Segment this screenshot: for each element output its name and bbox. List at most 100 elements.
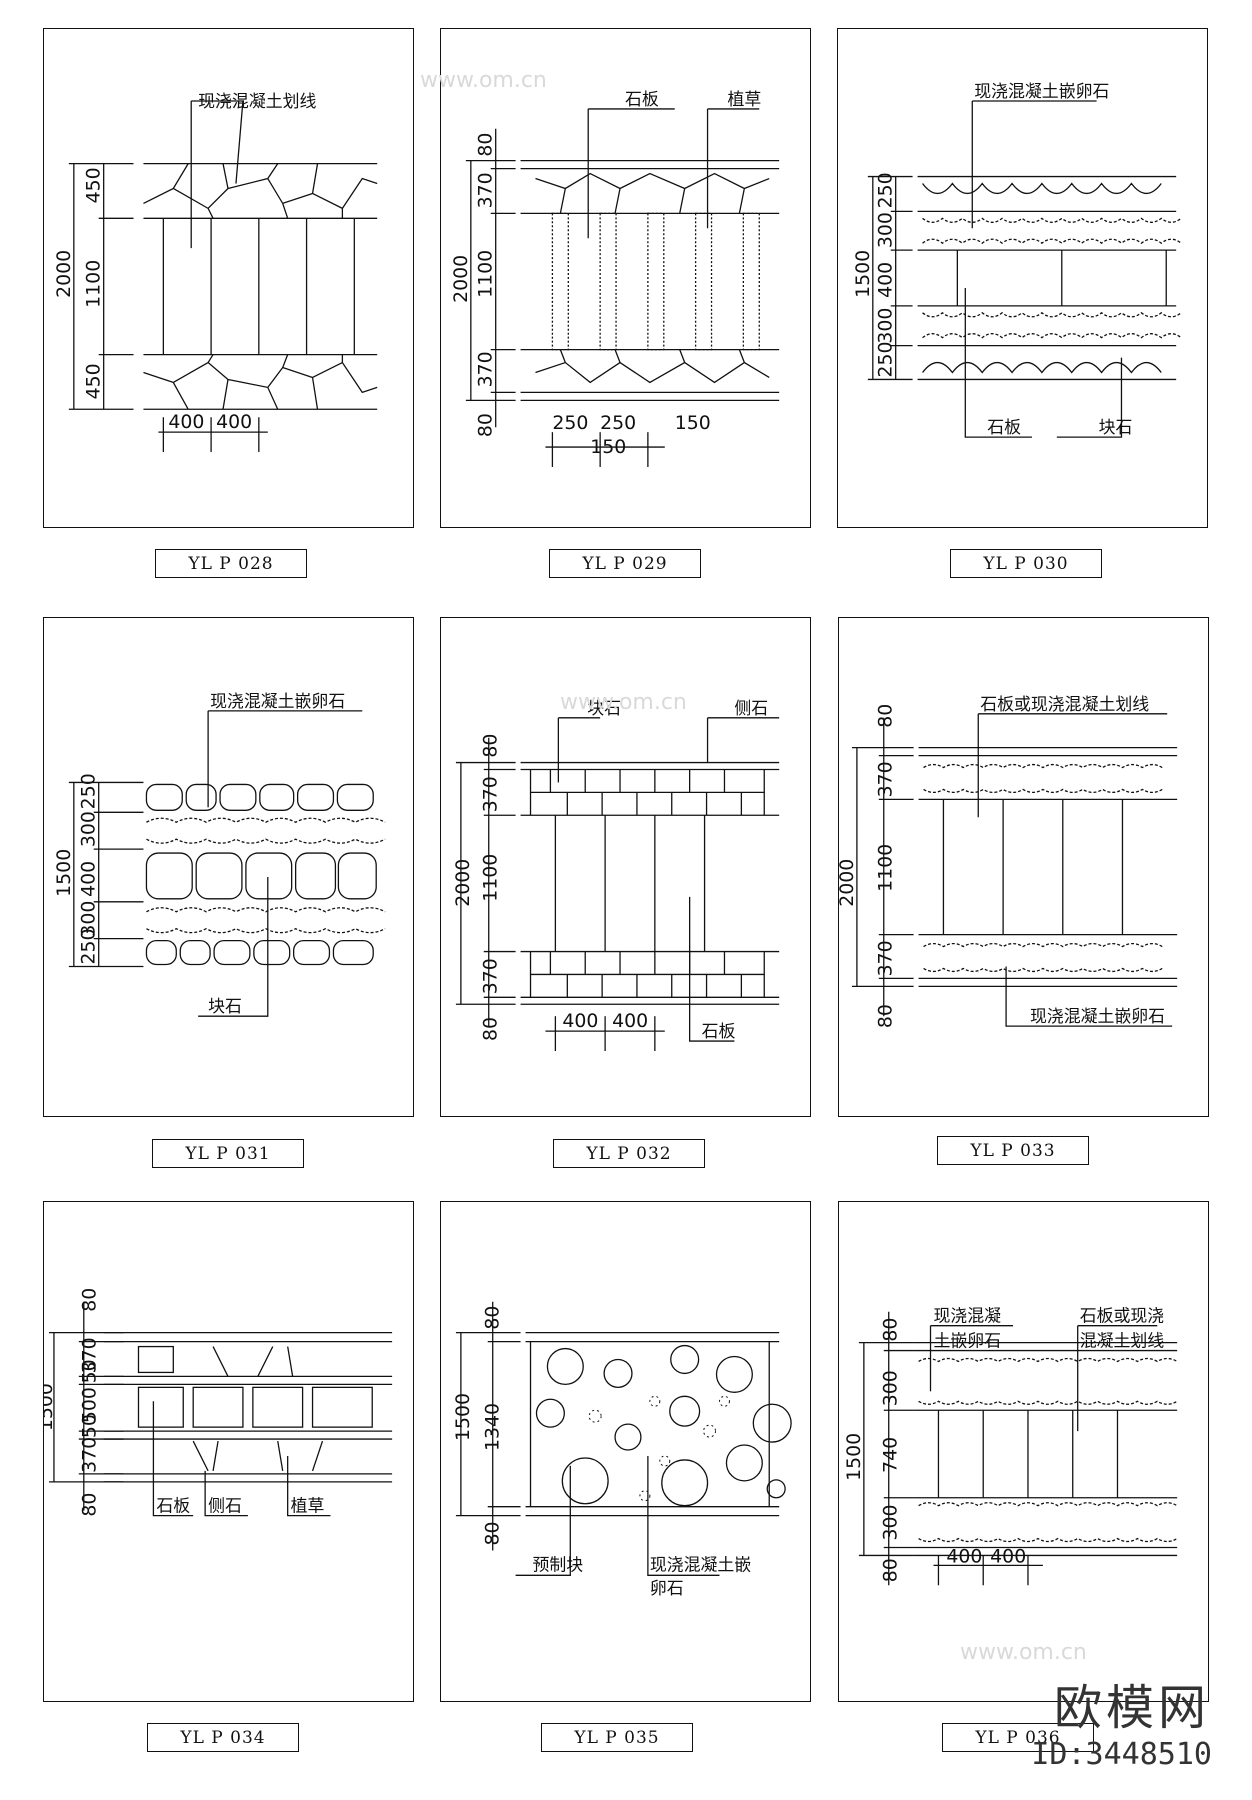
detail-panel-028: 现浇混凝土划线 2000 450 1100 450 400 400 (43, 28, 414, 528)
dim-036-g: 400 (990, 1545, 1026, 1567)
dim-036-c: 740 (880, 1437, 902, 1473)
dim-030-a: 250 (875, 172, 897, 208)
dim-035-total: 1500 (452, 1393, 474, 1441)
dim-031-e: 250 (78, 928, 100, 964)
paving-drawing-035: 预制块 现浇混凝土嵌 卵石 1500 80 1340 80 (452, 1301, 792, 1598)
dim-034-b: 370 (79, 1337, 101, 1373)
note-036-2: 土嵌卵石 (933, 1331, 1001, 1351)
dim-029-c: 1100 (475, 250, 497, 298)
paving-drawing-031: 现浇混凝土嵌卵石 块石 1500 250 300 400 300 250 (53, 691, 386, 1017)
dim-031-b: 300 (78, 811, 100, 847)
paving-drawing-028: 现浇混凝土划线 2000 450 1100 450 400 400 (53, 91, 378, 453)
dim-034-total: 1500 (44, 1383, 57, 1431)
dim-033-b: 370 (875, 761, 897, 797)
detail-panel-030: 现浇混凝土嵌卵石 石板 块石 1500 250 300 400 300 250 (837, 28, 1208, 528)
detail-panel-032: 块石 侧石 石板 2000 80 370 1100 370 80 400 400 (440, 617, 811, 1117)
drawing-id-035: YL P 035 (541, 1723, 693, 1752)
dim-031-c: 400 (78, 861, 100, 897)
dim-036-d: 300 (880, 1504, 902, 1540)
dim-030-total: 1500 (852, 250, 874, 298)
dim-036-e: 80 (880, 1558, 902, 1582)
dim-033-d: 370 (875, 940, 897, 976)
note-035-1: 预制块 (533, 1554, 584, 1574)
note-031-2: 块石 (208, 996, 242, 1016)
dim-033-e: 80 (875, 1004, 897, 1028)
paving-drawing-036: 现浇混凝 土嵌卵石 石板或现浇 混凝土划线 1500 80 300 740 30… (843, 1306, 1178, 1586)
note-033-2: 现浇混凝土嵌卵石 (1030, 1006, 1165, 1026)
brand-logo: 欧模网 (1053, 1680, 1210, 1736)
dim-034-e: 50 (79, 1414, 101, 1438)
drawing-id-031: YL P 031 (152, 1139, 304, 1168)
dim-029-total: 2000 (450, 255, 472, 303)
paving-drawing-030: 现浇混凝土嵌卵石 石板 块石 1500 250 300 400 300 250 (852, 81, 1182, 438)
dim-030-b: 300 (875, 212, 897, 248)
dim-032-d: 370 (480, 958, 502, 994)
dim-030-d: 300 (875, 308, 897, 344)
dim-032-g: 400 (612, 1010, 648, 1032)
dim-029-f: 250 (552, 412, 588, 434)
note-032-1: 块石 (587, 698, 621, 718)
dim-031-total: 1500 (53, 849, 75, 897)
note-034-2: 侧石 (208, 1496, 242, 1516)
drawing-id-033: YL P 033 (937, 1136, 1089, 1165)
paving-drawing-029: 石板 植草 2000 80 370 1100 370 80 250 250 15… (450, 89, 780, 467)
dim-036-f: 400 (946, 1545, 982, 1567)
dim-030-c: 400 (875, 262, 897, 298)
dim-032-b: 370 (480, 776, 502, 812)
drawing-id-036: YL P 036 (942, 1723, 1094, 1752)
detail-panel-033: 石板或现浇混凝土划线 现浇混凝土嵌卵石 2000 80 370 1100 370… (838, 617, 1209, 1117)
drawing-id-029: YL P 029 (549, 549, 701, 578)
dim-031-d: 300 (78, 901, 100, 937)
dim-031-a: 250 (78, 773, 100, 809)
note-030-3: 块石 (1099, 417, 1133, 437)
dim-030-e: 250 (875, 341, 897, 377)
detail-panel-031: 现浇混凝土嵌卵石 块石 1500 250 300 400 300 250 (43, 617, 414, 1117)
brand-id: ID:3448510 (1031, 1737, 1212, 1772)
dim-029-a: 80 (475, 133, 497, 157)
dim-032-e: 80 (480, 1017, 502, 1041)
note-032-2: 侧石 (734, 698, 768, 718)
detail-panel-034: 石板 侧石 植草 1500 80 370 50 500 50 370 80 (43, 1201, 414, 1702)
note-034-3: 植草 (291, 1496, 325, 1516)
detail-panel-029: 石板 植草 2000 80 370 1100 370 80 250 250 15… (440, 28, 811, 528)
note-035-2: 现浇混凝土嵌 (650, 1554, 751, 1574)
dim-036-b: 300 (880, 1370, 902, 1406)
note-036-1: 现浇混凝 (933, 1306, 1001, 1326)
dim-028-d: 400 (168, 411, 204, 433)
drawing-id-030: YL P 030 (950, 549, 1102, 578)
note-034-1: 石板 (156, 1496, 190, 1516)
dim-034-g: 80 (79, 1493, 101, 1517)
note-029-1: 石板 (625, 89, 659, 109)
dim-035-b: 1340 (482, 1403, 504, 1451)
dim-028-a: 450 (83, 167, 105, 203)
dim-036-a: 80 (880, 1318, 902, 1342)
dim-035-a: 80 (482, 1306, 504, 1330)
note-035-3: 卵石 (650, 1578, 684, 1598)
dim-029-d: 370 (475, 351, 497, 387)
paving-drawing-034: 石板 侧石 植草 1500 80 370 50 500 50 370 80 (44, 1288, 393, 1517)
dim-029-e: 80 (475, 413, 497, 437)
note-030-1: 现浇混凝土嵌卵石 (974, 81, 1109, 101)
dim-034-d: 500 (79, 1387, 101, 1423)
dim-033-c: 1100 (875, 844, 897, 892)
note-029-2: 植草 (727, 89, 761, 109)
dim-034-c: 50 (79, 1359, 101, 1383)
dim-033-a: 80 (875, 704, 897, 728)
paving-drawing-032: 块石 侧石 石板 2000 80 370 1100 370 80 400 400 (452, 698, 780, 1052)
note-028-1: 现浇混凝土划线 (198, 91, 316, 111)
dim-034-a: 80 (79, 1288, 101, 1312)
note-036-3: 石板或现浇 (1080, 1306, 1165, 1326)
note-031-1: 现浇混凝土嵌卵石 (210, 691, 345, 711)
detail-panel-036: 现浇混凝 土嵌卵石 石板或现浇 混凝土划线 1500 80 300 740 30… (838, 1201, 1209, 1702)
dim-034-f: 370 (79, 1437, 101, 1473)
note-033-1: 石板或现浇混凝土划线 (980, 694, 1149, 714)
dim-032-total: 2000 (452, 859, 474, 907)
drawing-id-032: YL P 032 (553, 1139, 705, 1168)
dim-033-total: 2000 (839, 859, 858, 907)
dim-032-c: 1100 (480, 854, 502, 902)
dim-029-b: 370 (475, 172, 497, 208)
paving-drawing-033: 石板或现浇混凝土划线 现浇混凝土嵌卵石 2000 80 370 1100 370… (839, 694, 1178, 1028)
note-036-4: 混凝土划线 (1080, 1331, 1165, 1351)
dim-028-e: 400 (216, 411, 252, 433)
dim-028-c: 450 (83, 363, 105, 399)
